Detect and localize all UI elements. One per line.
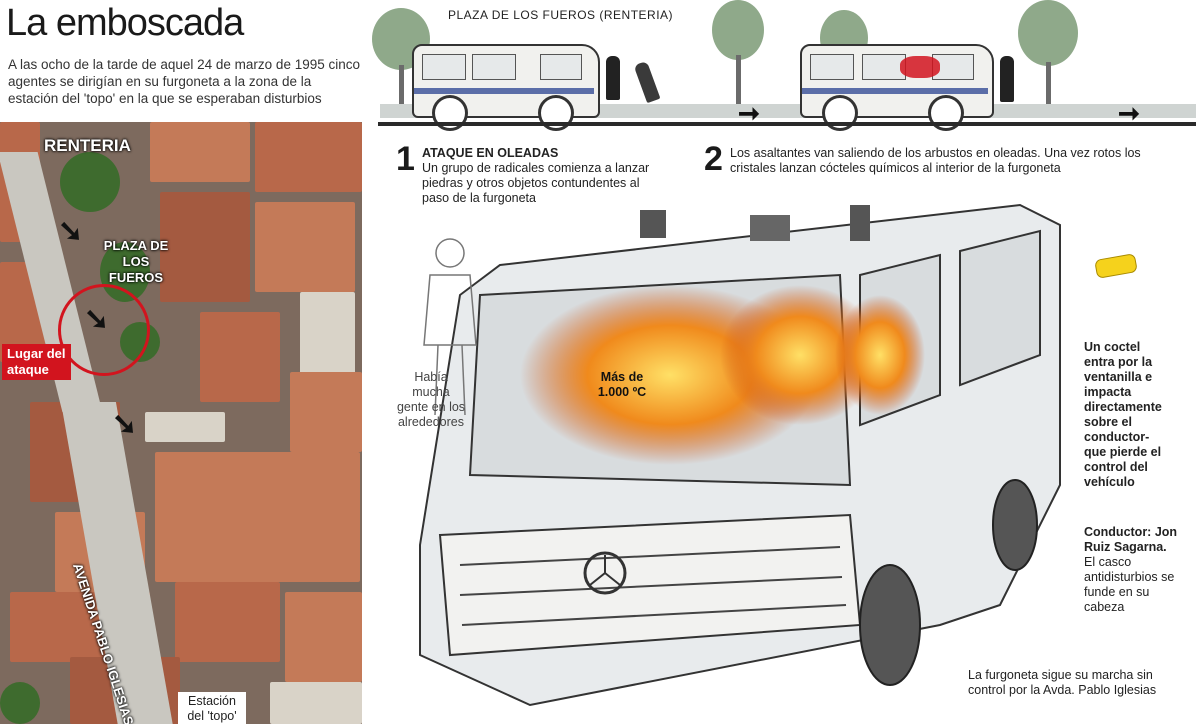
direction-arrow-icon: ➘ bbox=[58, 215, 84, 248]
map-city-label: RENTERIA bbox=[44, 136, 131, 155]
direction-arrow-icon: ➘ bbox=[112, 408, 138, 441]
driver-annotation: Conductor: Jon Ruiz Sagarna.El casco ant… bbox=[1084, 525, 1178, 614]
van-illustration bbox=[419, 203, 1137, 707]
attack-location-circle bbox=[58, 284, 150, 376]
direction-arrow-icon: ➞ bbox=[738, 98, 760, 128]
intro-text: A las ocho de la tarde de aquel 24 de ma… bbox=[8, 57, 360, 106]
attack-location-label: Lugar del ataque bbox=[2, 344, 71, 380]
page-title: La emboscada bbox=[6, 2, 244, 44]
step-number: 2 bbox=[704, 140, 723, 178]
divider-line bbox=[378, 122, 1196, 126]
station-label: Estación del 'topo' bbox=[178, 692, 246, 724]
cocktail-annotation: Un coctel entra por la ventanilla e impa… bbox=[1084, 340, 1162, 489]
map-plaza-label: LOS FUEROS bbox=[108, 254, 164, 285]
aerial-map: RENTERIA PLAZA DE LOS FUEROS ➘ ➘ ➘ Lugar… bbox=[0, 122, 362, 724]
temperature-annotation: Más de 1.000 ºC bbox=[597, 370, 647, 399]
step-number: 1 bbox=[396, 140, 415, 178]
direction-arrow-icon: ➞ bbox=[1118, 98, 1140, 128]
crowd-annotation: Había mucha gente en los alrededores bbox=[396, 370, 466, 429]
map-plaza-label: PLAZA DE bbox=[103, 238, 169, 253]
plaza-caption: PLAZA DE LOS FUEROS (RENTERIA) bbox=[448, 8, 674, 22]
step-2-text: Los asaltantes van saliendo de los arbus… bbox=[730, 146, 1141, 175]
outcome-annotation: La furgoneta sigue su marcha sin control… bbox=[968, 668, 1157, 697]
